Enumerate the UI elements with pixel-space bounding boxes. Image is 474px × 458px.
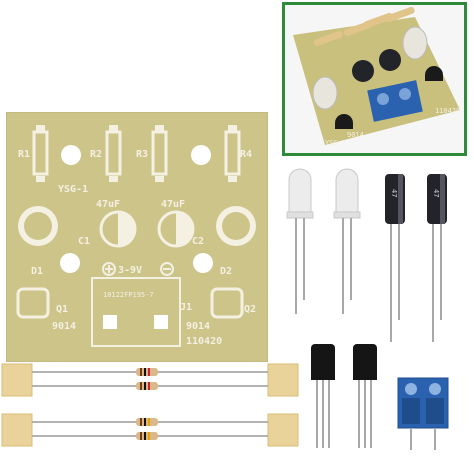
terminal-block-icon bbox=[397, 377, 449, 450]
assembled-board-photo: YSG-1 9014 110420 bbox=[282, 2, 467, 156]
model-label: YSG-1 bbox=[58, 184, 88, 195]
led-2-icon bbox=[333, 168, 361, 314]
r3-label: R3 bbox=[136, 149, 148, 160]
j1-label: J1 bbox=[180, 302, 192, 313]
r4-label: R4 bbox=[240, 149, 252, 160]
date-label: 110420 bbox=[186, 336, 222, 347]
q2-type-label: 9014 bbox=[186, 321, 210, 332]
r2-label: R2 bbox=[90, 149, 102, 160]
q2-label: Q2 bbox=[244, 304, 256, 315]
c1-value-label: 47uF bbox=[96, 199, 120, 210]
led-1-icon bbox=[286, 168, 314, 314]
power-label: 3-9V bbox=[118, 265, 142, 276]
q1-type-label: 9014 bbox=[52, 321, 76, 332]
capacitor-2-icon: 47 bbox=[427, 174, 447, 342]
q1-label: Q1 bbox=[56, 304, 68, 315]
d2-label: D2 bbox=[220, 266, 232, 277]
resistor-strip-top bbox=[1, 363, 299, 397]
capacitor-1-marking: 47 bbox=[390, 189, 398, 197]
inset-q1-label: 9014 bbox=[347, 131, 364, 139]
c2-label: C2 bbox=[192, 236, 204, 247]
pcb-board: R1 R2 R3 R4 YSG-1 47uF 47uF C1 C2 D1 D2 … bbox=[6, 112, 268, 362]
transistor-2-icon bbox=[353, 344, 377, 448]
c2-value-label: 47uF bbox=[161, 199, 185, 210]
part-number-label: 10122FP195-7 bbox=[103, 291, 154, 299]
inset-date-label: 110420 bbox=[435, 107, 460, 115]
d1-label: D1 bbox=[31, 266, 43, 277]
capacitor-2-marking: 47 bbox=[432, 189, 440, 197]
c1-label: C1 bbox=[78, 236, 90, 247]
r1-label: R1 bbox=[18, 149, 30, 160]
capacitor-1-icon: 47 bbox=[385, 174, 405, 342]
transistor-1-icon bbox=[311, 344, 335, 448]
inset-model-label: YSG-1 bbox=[325, 139, 346, 147]
resistor-strip-bottom bbox=[1, 413, 299, 447]
